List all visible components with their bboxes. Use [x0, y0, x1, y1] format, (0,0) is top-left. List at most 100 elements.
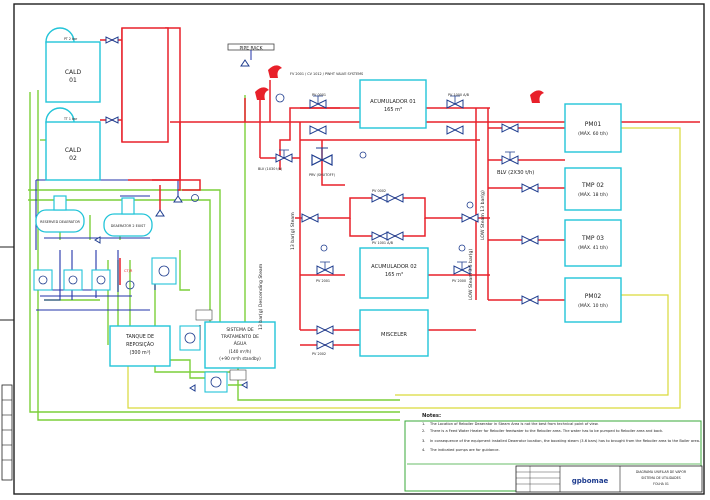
valve-icon	[316, 325, 334, 335]
tmp03-label: TMP 03	[581, 235, 604, 242]
steam-line-label-right: LOW Steam 13 bar(g)	[480, 190, 486, 240]
title-line-3: FOLHA 01	[653, 482, 669, 486]
treatment-label-5: (+90 m³/h standby)	[219, 356, 261, 361]
valve-icon	[105, 36, 119, 44]
consumer-tmp03[interactable]: TMP 03 (MÁX. 41 t/h)	[564, 219, 622, 267]
prv-label: PRV (SHUTOFF)	[309, 173, 336, 177]
note-number: 2.	[422, 429, 425, 433]
consumer-pm02[interactable]: PM02 (MÁX. 10 t/h)	[564, 277, 622, 323]
boiler-02-label: CALD	[65, 147, 82, 154]
boiler-01-label: CALD	[65, 69, 82, 76]
treatment-label-1: SISTEMA DE	[226, 327, 253, 333]
temp-tag: CT/R	[124, 269, 133, 273]
steam-header-box	[121, 27, 169, 143]
valve-icon	[371, 231, 389, 241]
note-item: The Location of Reboiler Deaerator in St…	[429, 422, 598, 426]
treatment-label-2: TRATAMENTO DE	[220, 334, 259, 340]
note-item: In consequence of the equipment installe…	[430, 439, 700, 443]
water-treatment-system[interactable]: SISTEMA DE TRATAMENTO DE ÁGUA (140 m³/h)…	[204, 321, 276, 369]
deaerator-2[interactable]: DEAERATOR 2 EXIST	[103, 197, 153, 237]
valve-icon	[446, 125, 464, 135]
valve-actuators	[191, 93, 515, 270]
valve-icon	[241, 381, 248, 389]
blv-left-label: BLV (1X30 t/h)	[258, 167, 283, 171]
vent-icon	[268, 65, 282, 78]
title-line-2: SISTEMA DE UTILIDADES	[641, 476, 680, 480]
deaerator-2-label: DEAERATOR 2 EXIST	[111, 224, 147, 228]
pv-label: PV 2000	[452, 279, 466, 283]
steam-vent-icons	[255, 65, 544, 103]
valve-icon	[521, 235, 539, 245]
boiler-02-number: 02	[69, 155, 77, 162]
note-top-label: FV 2001 / CV 1012 / PWHT VALVE SYSTEMS	[290, 72, 363, 76]
valve-icon	[461, 213, 479, 223]
title-block: gpbomae DIAGRAMA UNIFILAR DE VAPOR SISTE…	[515, 465, 703, 493]
mixer-label: MISCELER	[381, 332, 407, 338]
consumer-tmp02[interactable]: TMP 02 (MÁX. 18 t/h)	[564, 167, 622, 211]
valve-icon	[94, 236, 101, 244]
tmp03-capacity: (MÁX. 41 t/h)	[578, 244, 608, 251]
deaerator-1-label: RESERVED DEAERATOR	[40, 220, 80, 224]
vent-icon	[255, 87, 269, 100]
pm02-label: PM02	[585, 293, 602, 300]
accumulator-01-volume: 165 m³	[384, 107, 402, 113]
pm01-label: PM01	[585, 121, 602, 128]
pv-label: PV 2001	[316, 279, 330, 283]
makeup-water-tank[interactable]: TANQUE DE REPOSIÇÃO (300 m³)	[109, 325, 171, 367]
mixer[interactable]: MISCELER	[359, 309, 429, 357]
vent-icon	[530, 90, 544, 103]
valve-icon	[301, 213, 319, 223]
boiler-cald-01[interactable]: CALD 01	[45, 27, 101, 103]
steam-line-label-right2: LOW Steam 3.5 bar(g)	[468, 249, 474, 300]
blv-label: BLV (2X30 t/h)	[497, 170, 534, 176]
instrument-tag-boxes	[195, 309, 247, 381]
pipe-rack-label: PIPE RACK	[239, 46, 263, 52]
pump-boxes	[33, 257, 228, 393]
valve-icon	[240, 59, 250, 67]
left-revision-strip	[1, 384, 13, 481]
valve-icon	[386, 193, 404, 203]
valve-icon	[155, 209, 165, 217]
pm02-capacity: (MÁX. 10 t/h)	[578, 302, 608, 309]
note-number: 4.	[422, 448, 425, 452]
return-lines	[127, 127, 681, 409]
accumulator-02-label: ACUMULADOR 02	[371, 264, 417, 270]
consumer-pm01[interactable]: PM01 (MÁX. 60 t/h)	[564, 103, 622, 153]
accumulator-01-label: ACUMULADOR 01	[370, 99, 416, 105]
valve-icon	[501, 123, 519, 133]
valve-icon	[309, 125, 327, 135]
company-logo: gpbomae	[572, 477, 609, 485]
pv-label: PV 0001	[312, 93, 326, 97]
boiler-01-number: 01	[69, 77, 77, 84]
drawing-frame	[13, 3, 705, 495]
tmp02-capacity: (MÁX. 18 t/h)	[578, 191, 608, 198]
deaerator-1[interactable]: RESERVED DEAERATOR	[35, 195, 85, 233]
treatment-label-3: ÁGUA	[234, 340, 248, 347]
accumulator-02[interactable]: ACUMULADOR 02 165 m³	[359, 247, 429, 299]
accumulator-01[interactable]: ACUMULADOR 01 165 m³	[359, 79, 427, 129]
accumulator-02-volume: 165 m³	[385, 272, 403, 278]
steam-line-label-mid: 13 bar(g) Steam	[290, 212, 296, 250]
pv-label: PV 1000 A/B	[448, 93, 470, 97]
pv-label: PV 0002	[372, 189, 386, 193]
small-tag: TT 1 bar	[63, 117, 78, 121]
note-item: There is a Feed Water Heater for Reboile…	[429, 429, 663, 433]
prv-control-valve[interactable]: PRV (SHUTOFF)	[309, 147, 336, 177]
tmp02-label: TMP 02	[581, 182, 604, 189]
steam-line-label-left: 13 bar(g) Descending Steam	[258, 263, 264, 330]
revision-strip-ticks	[2, 399, 12, 461]
valve-icon	[521, 183, 539, 193]
valve-icon	[371, 193, 389, 203]
valve-icon	[316, 340, 334, 350]
valve-icon	[105, 116, 119, 124]
small-tag: PT 2 bar	[64, 37, 78, 41]
pump-symbols	[38, 265, 222, 388]
boiler-cald-02[interactable]: CALD 02	[45, 107, 101, 181]
pv-label: PV 1001 A/B	[372, 241, 394, 245]
tank-label-1: TANQUE DE	[125, 334, 154, 340]
valve-icon	[386, 231, 404, 241]
note-item: The indicated pumps are for guidance.	[429, 448, 500, 452]
notes-block: Notes: 1. The Location of Reboiler Deaer…	[422, 413, 700, 452]
pm01-capacity: (MÁX. 60 t/h)	[578, 130, 608, 137]
